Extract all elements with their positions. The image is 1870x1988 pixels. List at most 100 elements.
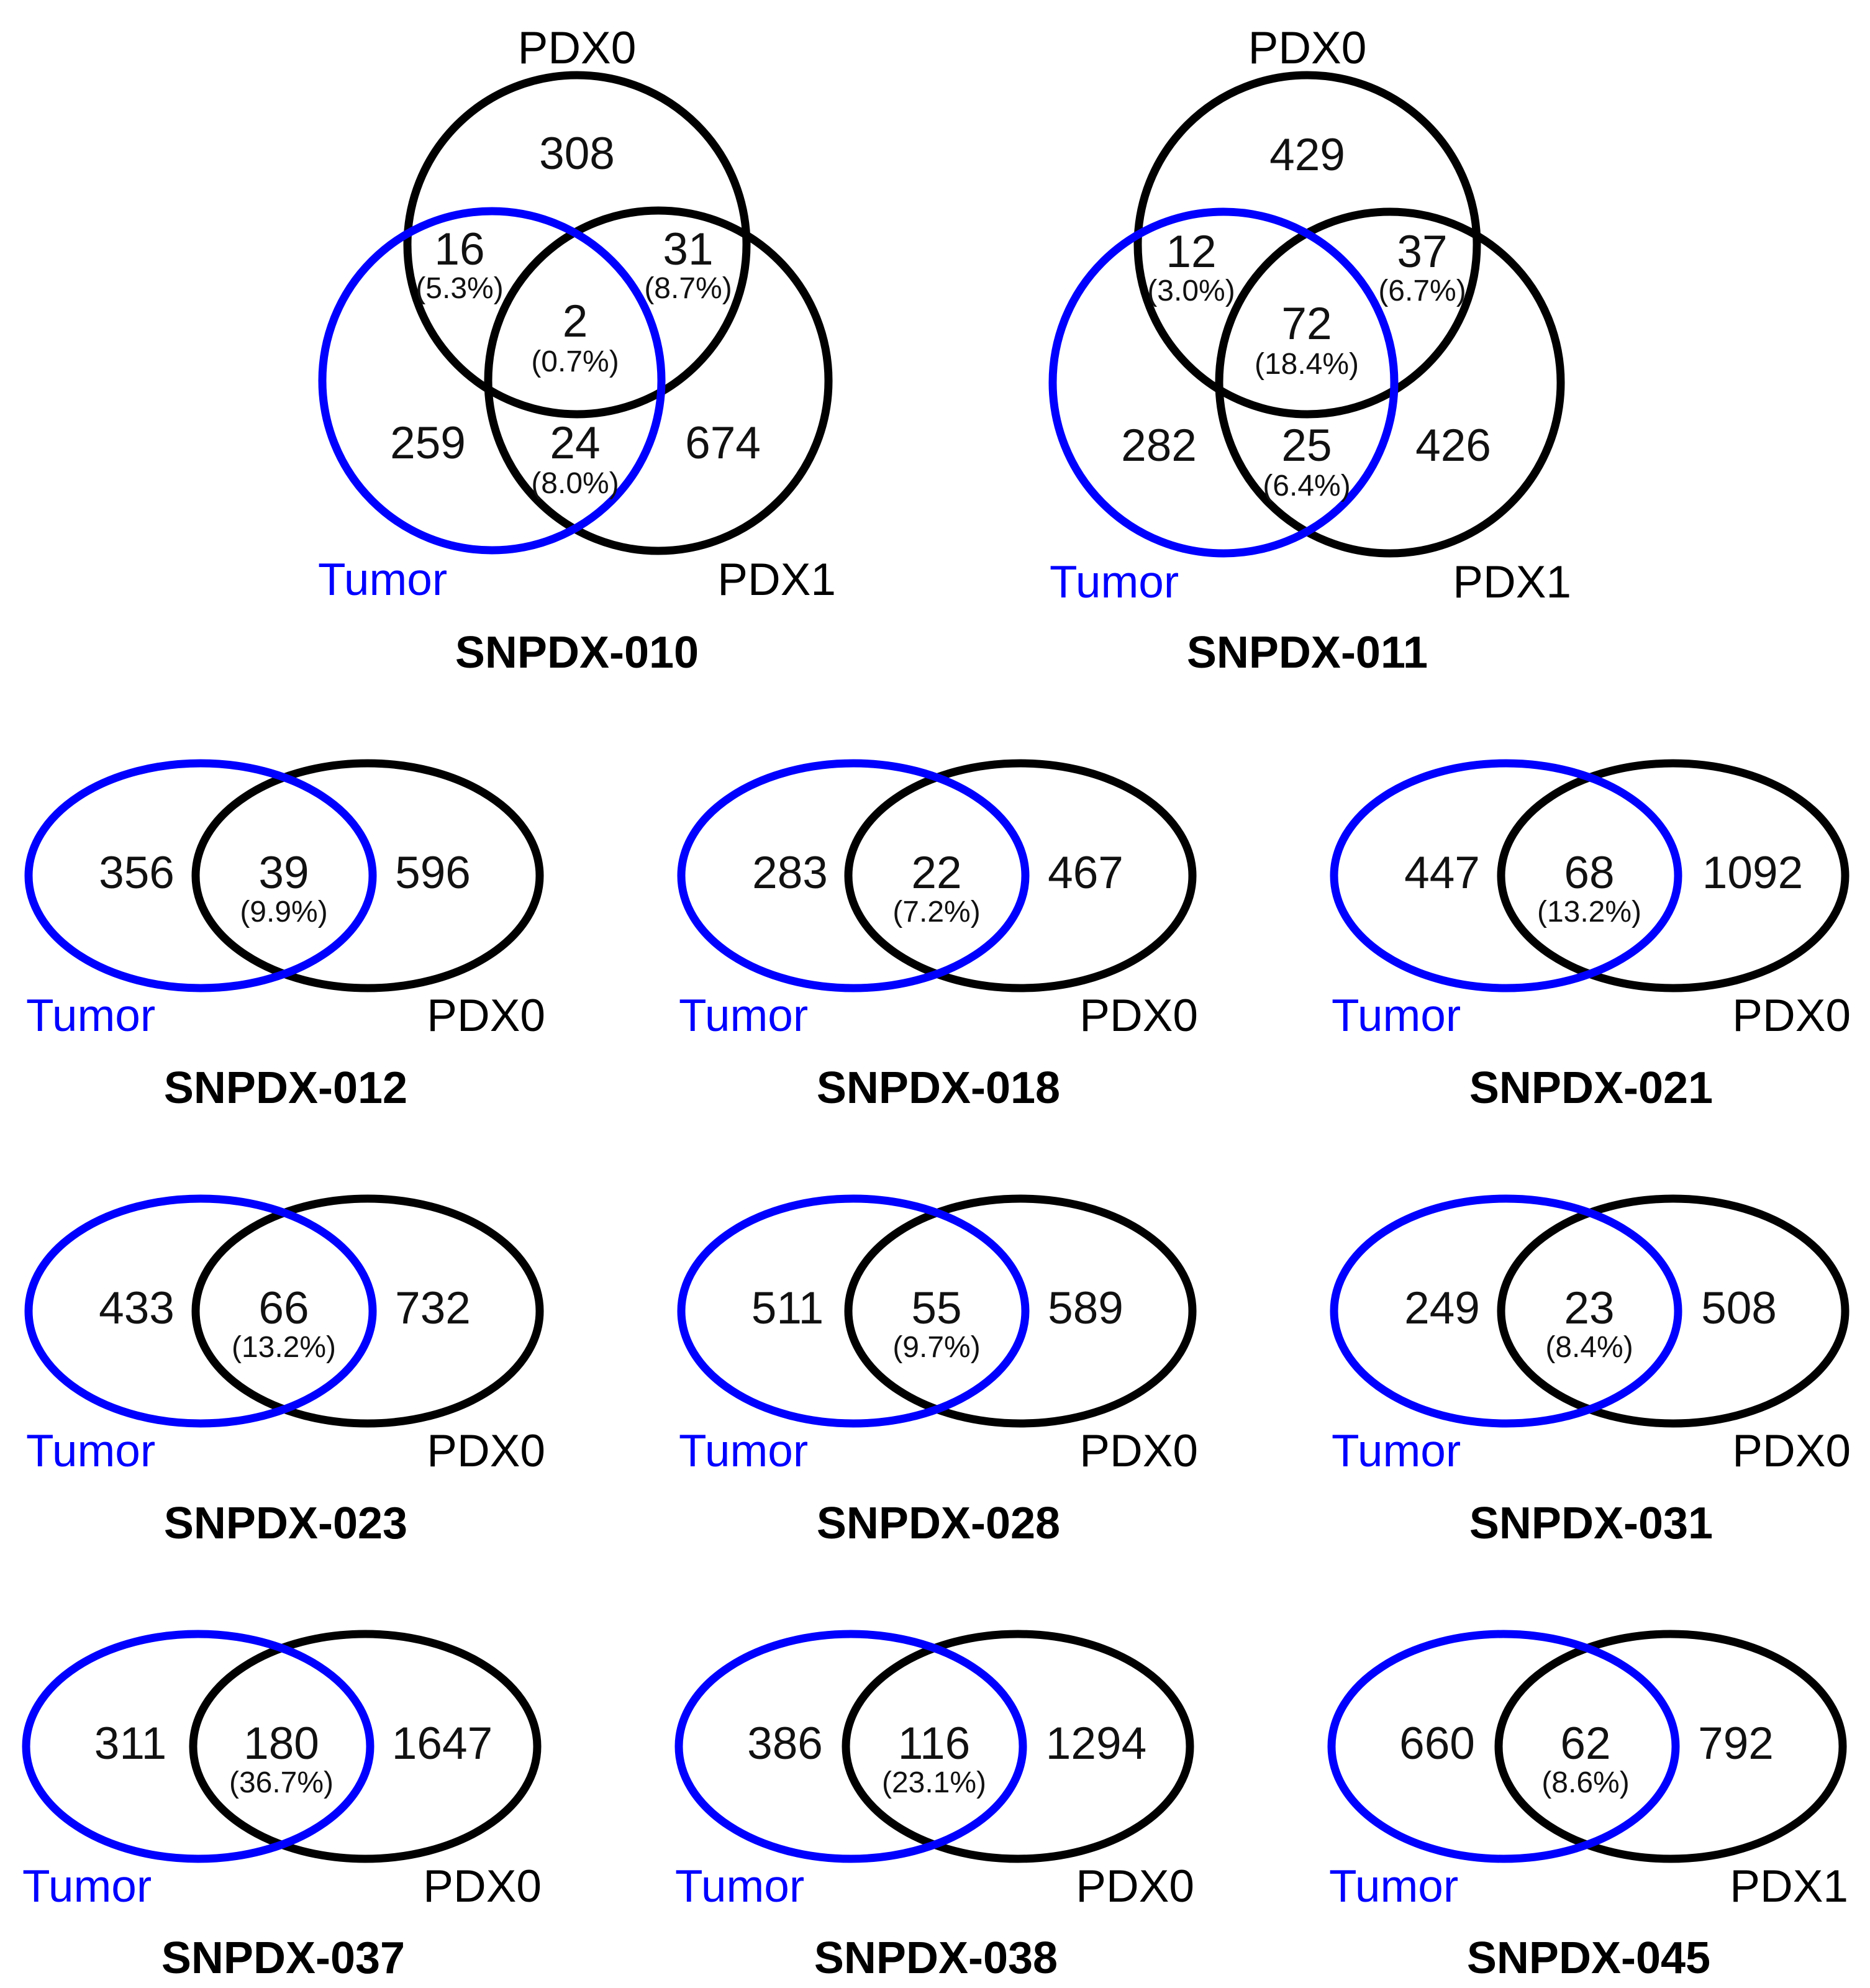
pdx0-only-count: 308 xyxy=(539,129,615,179)
pdx1-set-label: PDX1 xyxy=(1730,1861,1848,1912)
panel-title: SNPDX-018 xyxy=(817,1063,1060,1113)
pdx0-only-count: 732 xyxy=(395,1283,471,1333)
tumor-circle xyxy=(1048,207,1399,558)
overlap-count: 66 xyxy=(258,1283,309,1333)
venn-panel-snpdx-031: 249 23 (8.4%) 508 Tumor PDX0 SNPDX-031 xyxy=(1330,1194,1851,1548)
tumor-only-count: 660 xyxy=(1399,1718,1475,1769)
tumor-only-count: 356 xyxy=(99,848,175,898)
overlap-pct: (9.9%) xyxy=(240,896,327,928)
tumor-only-count: 386 xyxy=(747,1718,823,1769)
panel-title: SNPDX-045 xyxy=(1467,1933,1710,1983)
pdx0-pdx1-count: 37 xyxy=(1397,227,1447,277)
tumor-set-label: Tumor xyxy=(1332,1426,1461,1476)
tumor-ellipse xyxy=(674,1630,1027,1863)
pdx0-only-count: 1092 xyxy=(1702,848,1803,898)
pdx0-ellipse xyxy=(844,759,1197,992)
pdx0-pdx1-pct: (8.7%) xyxy=(644,272,732,305)
pdx0-set-label: PDX0 xyxy=(1732,1426,1851,1476)
tumor-pdx1-count: 25 xyxy=(1281,420,1332,471)
overlap-count: 180 xyxy=(243,1718,319,1769)
panel-title: SNPDX-010 xyxy=(455,628,699,678)
pdx0-ellipse xyxy=(1497,1194,1850,1428)
panel-title: SNPDX-011 xyxy=(1187,628,1428,678)
pdx1-only-count: 792 xyxy=(1698,1718,1774,1769)
pdx0-only-count: 596 xyxy=(395,848,471,898)
tumor-set-label: Tumor xyxy=(1332,991,1461,1041)
tumor-set-label: Tumor xyxy=(22,1861,152,1912)
pdx0-only-count: 1647 xyxy=(392,1718,492,1769)
overlap-count: 22 xyxy=(911,848,961,898)
tumor-set-label: Tumor xyxy=(318,555,447,605)
pdx0-set-label: PDX0 xyxy=(1079,1426,1198,1476)
venn-panel-snpdx-012: 356 39 (9.9%) 596 Tumor PDX0 SNPDX-012 xyxy=(24,759,545,1113)
tumor-ellipse xyxy=(677,759,1030,992)
tumor-set-label: Tumor xyxy=(679,991,808,1041)
tumor-pdx0-pct: (3.0%) xyxy=(1147,275,1235,307)
pdx0-set-label: PDX0 xyxy=(1732,991,1851,1041)
pdx1-only-count: 426 xyxy=(1415,420,1491,471)
pdx1-circle xyxy=(484,206,833,555)
all-three-pct: (18.4%) xyxy=(1255,348,1359,381)
pdx0-ellipse xyxy=(1497,759,1850,992)
pdx1-ellipse xyxy=(1494,1630,1847,1863)
tumor-ellipse xyxy=(1327,1630,1680,1863)
panel-title: SNPDX-028 xyxy=(817,1499,1060,1548)
pdx0-circle xyxy=(403,71,751,419)
tumor-set-label: Tumor xyxy=(26,1426,155,1476)
overlap-pct: (23.1%) xyxy=(882,1766,986,1799)
overlap-pct: (9.7%) xyxy=(892,1331,980,1364)
venn-panel-snpdx-018: 283 22 (7.2%) 467 Tumor PDX0 SNPDX-018 xyxy=(677,759,1198,1113)
pdx0-set-label: PDX0 xyxy=(427,1426,545,1476)
pdx0-set-label: PDX0 xyxy=(1248,23,1367,73)
pdx1-set-label: PDX1 xyxy=(717,555,836,605)
panel-title: SNPDX-021 xyxy=(1469,1063,1713,1113)
pdx0-only-count: 508 xyxy=(1701,1283,1777,1333)
tumor-pdx0-pct: (5.3%) xyxy=(415,272,503,305)
pdx0-only-count: 429 xyxy=(1269,130,1345,180)
overlap-pct: (8.6%) xyxy=(1541,1766,1629,1799)
overlap-count: 62 xyxy=(1560,1718,1610,1769)
pdx0-only-count: 1294 xyxy=(1046,1718,1146,1769)
tumor-pdx1-pct: (6.4%) xyxy=(1263,470,1350,502)
tumor-only-count: 283 xyxy=(752,848,828,898)
pdx0-pdx1-pct: (6.7%) xyxy=(1378,275,1466,307)
overlap-pct: (13.2%) xyxy=(232,1331,336,1364)
panel-title: SNPDX-031 xyxy=(1469,1499,1713,1548)
pdx0-circle xyxy=(1133,71,1481,419)
venn-panel-snpdx-011: PDX0 Tumor PDX1 429 12 (3.0%) 37 (6.7%) … xyxy=(1048,23,1571,678)
venn-panel-snpdx-021: 447 68 (13.2%) 1092 Tumor PDX0 SNPDX-021 xyxy=(1330,759,1851,1113)
tumor-pdx0-count: 12 xyxy=(1166,227,1216,277)
pdx0-ellipse xyxy=(842,1630,1194,1863)
overlap-count: 116 xyxy=(898,1718,970,1769)
venn-panel-snpdx-045: 660 62 (8.6%) 792 Tumor PDX1 SNPDX-045 xyxy=(1327,1630,1848,1983)
overlap-pct: (8.4%) xyxy=(1545,1331,1633,1364)
pdx0-only-count: 467 xyxy=(1048,848,1123,898)
tumor-set-label: Tumor xyxy=(1329,1861,1458,1912)
tumor-ellipse xyxy=(1330,759,1682,992)
pdx0-set-label: PDX0 xyxy=(1076,1861,1194,1912)
venn-panel-snpdx-010: PDX0 Tumor PDX1 308 16 (5.3%) 31 (8.7%) … xyxy=(318,23,836,678)
venn-panel-snpdx-038: 386 116 (23.1%) 1294 Tumor PDX0 SNPDX-03… xyxy=(674,1630,1194,1983)
all-three-count: 2 xyxy=(563,296,588,347)
tumor-only-count: 447 xyxy=(1404,848,1480,898)
pdx1-only-count: 674 xyxy=(685,418,761,468)
pdx0-set-label: PDX0 xyxy=(427,991,545,1041)
tumor-ellipse xyxy=(24,759,377,992)
overlap-count: 55 xyxy=(911,1283,961,1333)
tumor-circle xyxy=(318,207,666,555)
pdx0-ellipse xyxy=(844,1194,1197,1428)
all-three-count: 72 xyxy=(1281,299,1332,349)
venn-panel-snpdx-037: 311 180 (36.7%) 1647 Tumor PDX0 SNPDX-03… xyxy=(22,1630,542,1983)
tumor-pdx1-pct: (8.0%) xyxy=(531,467,619,500)
overlap-pct: (36.7%) xyxy=(229,1766,334,1799)
panel-title: SNPDX-038 xyxy=(814,1933,1058,1983)
pdx0-set-label: PDX0 xyxy=(518,23,637,73)
tumor-only-count: 259 xyxy=(390,418,466,468)
tumor-only-count: 511 xyxy=(751,1283,824,1333)
overlap-count: 23 xyxy=(1564,1283,1614,1333)
pdx0-ellipse xyxy=(189,1630,542,1863)
tumor-only-count: 311 xyxy=(94,1718,166,1769)
tumor-set-label: Tumor xyxy=(675,1861,804,1912)
panel-title: SNPDX-037 xyxy=(161,1933,405,1983)
